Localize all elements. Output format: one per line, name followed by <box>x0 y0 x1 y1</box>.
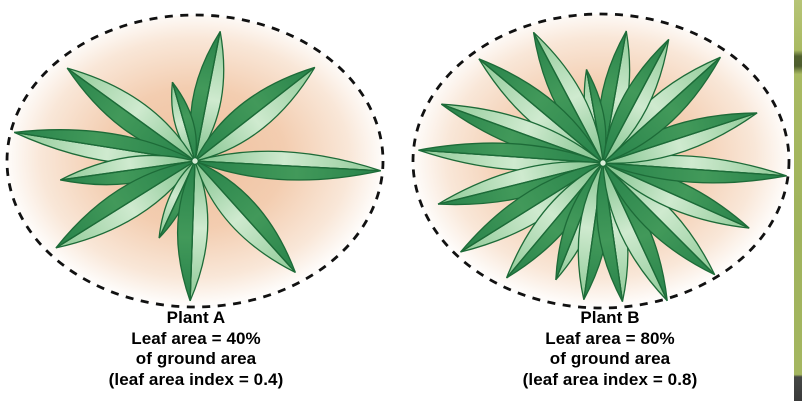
leaf-half <box>596 162 624 302</box>
leaf <box>194 150 381 181</box>
plant-a-name: Plant A <box>166 308 226 327</box>
plant-b-leaf-area-index: (leaf area index = 0.8) <box>522 369 698 389</box>
leaf-midrib <box>447 105 597 162</box>
leaf-midrib <box>425 150 596 164</box>
leaf <box>602 162 668 302</box>
leaf-midrib <box>608 114 752 162</box>
plant-b-label: Plant B Leaf area = 80% of ground area (… <box>414 308 802 390</box>
leaf-midrib <box>605 168 666 296</box>
plant-a-label: Plant A Leaf area = 40% of ground area (… <box>0 308 392 390</box>
leaf-midrib <box>71 71 191 158</box>
leaf <box>602 38 670 164</box>
leaf-midrib <box>605 44 667 159</box>
plant-b-rosette <box>418 30 787 302</box>
plant-a-leaf-area-index: (leaf area index = 0.4) <box>108 369 284 389</box>
leaf-midrib <box>65 161 190 180</box>
leaf-half <box>418 142 604 164</box>
plant-b-ground-area: of ground area <box>549 349 671 368</box>
leaf <box>60 154 196 186</box>
leaf-midrib <box>607 61 717 160</box>
leaf-midrib <box>535 37 601 159</box>
leaf <box>460 162 604 253</box>
leaf-midrib <box>607 167 711 271</box>
plant-a-rosette <box>13 31 381 302</box>
leaf-half <box>14 129 196 162</box>
rosette-center <box>599 159 607 167</box>
plant-a-ground-area: of ground area <box>135 349 257 368</box>
leaf-midrib <box>199 70 311 158</box>
leaf <box>194 66 316 162</box>
leaf-midrib <box>172 85 195 158</box>
plant-b-name: Plant B <box>580 308 640 327</box>
leaf-half <box>194 150 381 172</box>
leaf-midrib <box>610 162 780 176</box>
leaf-half <box>194 160 381 181</box>
leaf-midrib <box>198 165 292 269</box>
leaf-half <box>555 162 604 281</box>
rosette-center <box>191 157 199 165</box>
adjacent-image-edge-strip <box>794 0 802 401</box>
plant-b-leaf-area: Leaf area = 80% <box>545 328 675 348</box>
leaf-midrib <box>483 62 599 160</box>
leaf-half <box>176 160 196 302</box>
leaf <box>194 160 296 274</box>
leaf-half <box>602 162 787 184</box>
plant-a-leaf-area: Leaf area = 40% <box>131 328 261 348</box>
leaf-midrib <box>608 165 744 227</box>
leaf-half <box>60 154 196 181</box>
leaf-midrib <box>195 36 220 156</box>
leaf-midrib <box>61 163 190 245</box>
leaf-midrib <box>202 160 374 171</box>
leaf-midrib <box>189 166 196 296</box>
leaf <box>602 112 758 164</box>
